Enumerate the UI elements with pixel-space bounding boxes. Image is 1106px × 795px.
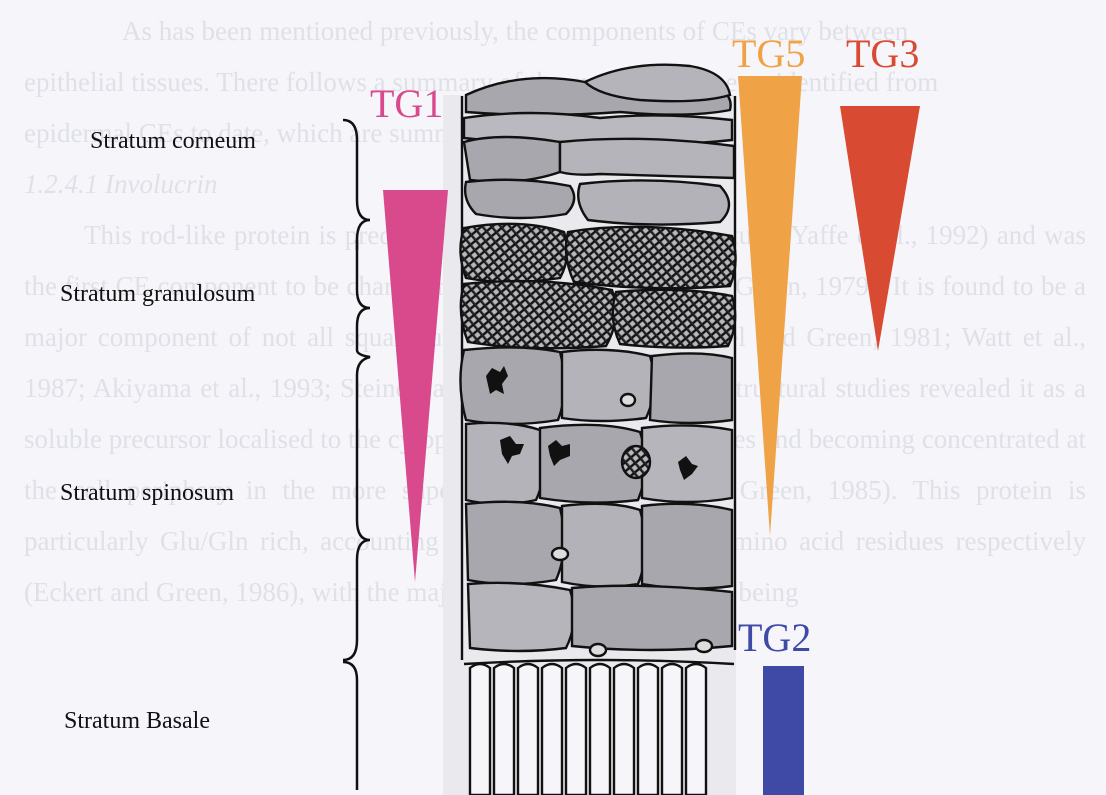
tg2-label: TG2 <box>738 614 811 661</box>
basale-cell <box>686 664 706 795</box>
basale-cell <box>614 664 634 795</box>
corneum-cell <box>465 180 574 218</box>
basale-cell <box>566 664 586 795</box>
spinosum-cell <box>466 502 564 584</box>
basale-cell <box>494 664 514 795</box>
basale-cell <box>638 664 658 795</box>
spinosum-cell <box>460 347 564 424</box>
tg5-gradient <box>738 76 802 536</box>
spinosum-cell <box>562 350 654 421</box>
granulosum-cell <box>461 281 616 348</box>
spinosum-cell <box>650 353 732 423</box>
tg3-label: TG3 <box>846 30 919 77</box>
label-stratum-corneum: Stratum corneum <box>90 128 256 155</box>
tg3-gradient <box>840 106 920 351</box>
bracket-granulosum <box>357 240 370 350</box>
basale-cell <box>542 664 562 795</box>
desmosome <box>621 394 635 406</box>
basale-cells <box>470 664 706 795</box>
basale-cell <box>470 664 490 795</box>
granulosum-cell <box>566 227 736 288</box>
desmosome <box>590 644 606 656</box>
spinosum-cell <box>562 504 646 587</box>
tg2-bar <box>763 666 804 795</box>
granulosum-cell <box>460 224 567 282</box>
basale-cell <box>590 664 610 795</box>
label-stratum-spinosum: Stratum spinosum <box>60 480 234 507</box>
spinosum-cell <box>642 504 732 589</box>
spinosum-cell <box>468 583 574 651</box>
desmosome <box>696 640 712 652</box>
corneum-cell <box>560 139 734 178</box>
nucleus-outline <box>622 446 650 478</box>
label-stratum-basale: Stratum Basale <box>64 708 210 735</box>
cell-column <box>460 65 735 795</box>
tg1-gradient <box>383 190 448 582</box>
bracket-spinosum <box>343 350 370 660</box>
bracket-basale <box>343 662 357 790</box>
corneum-cell <box>578 180 729 224</box>
spinosum-cell <box>466 423 544 504</box>
tg5-label: TG5 <box>732 30 805 77</box>
bracket-corneum <box>343 120 370 250</box>
label-stratum-granulosum: Stratum granulosum <box>60 281 255 308</box>
granulosum-cell <box>613 290 735 348</box>
desmosome <box>552 548 568 560</box>
basale-cell <box>518 664 538 795</box>
layer-brackets <box>343 120 370 790</box>
tg1-label: TG1 <box>370 80 443 127</box>
corneum-cell <box>464 137 560 182</box>
basale-cell <box>662 664 682 795</box>
